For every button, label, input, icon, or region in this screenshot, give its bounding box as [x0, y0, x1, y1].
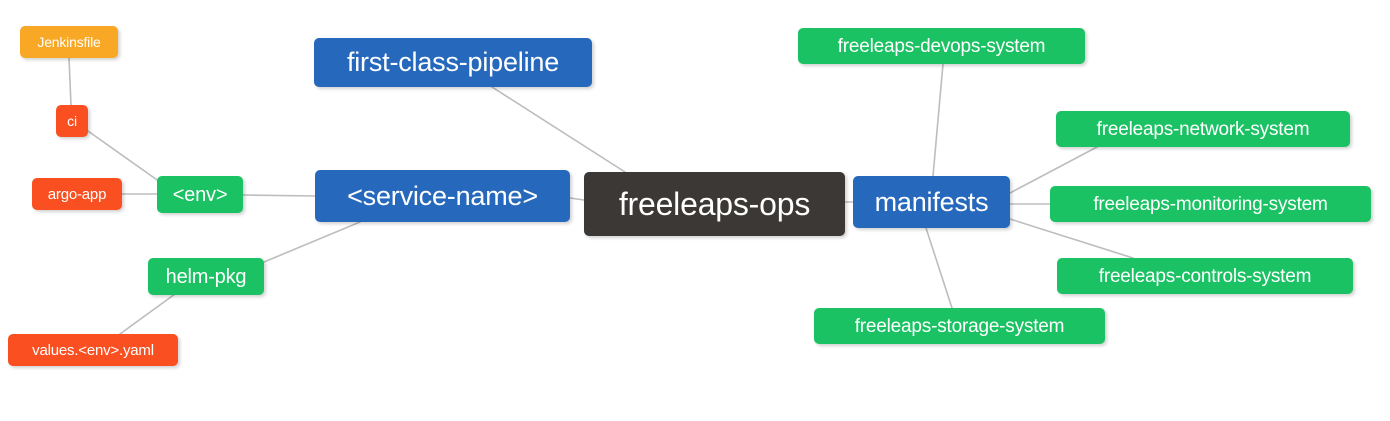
- mindmap-node-argo-app[interactable]: argo-app: [32, 178, 122, 210]
- node-label: freeleaps-devops-system: [837, 35, 1046, 57]
- node-label: Jenkinsfile: [37, 34, 101, 50]
- mindmap-node-devops-system[interactable]: freeleaps-devops-system: [798, 28, 1085, 64]
- node-label: values.<env>.yaml: [32, 341, 154, 359]
- node-label: freeleaps-controls-system: [1098, 265, 1312, 287]
- edge-service-name-ops: [569, 197, 585, 201]
- edge-jenkinsfile-ci: [68, 57, 72, 106]
- mindmap-node-helm-pkg[interactable]: helm-pkg: [148, 258, 264, 295]
- edge-manifests-controls: [1009, 218, 1134, 259]
- edge-service-name-helm-pkg: [263, 221, 361, 263]
- mindmap-node-values-yaml[interactable]: values.<env>.yaml: [8, 334, 178, 366]
- edge-pipeline-ops: [491, 86, 626, 173]
- edge-helm-pkg-values: [119, 293, 176, 335]
- node-label: argo-app: [47, 185, 107, 203]
- mindmap-node-env[interactable]: <env>: [157, 176, 243, 213]
- node-label: manifests: [874, 186, 989, 217]
- node-label: freeleaps-storage-system: [854, 315, 1065, 337]
- edge-manifests-devops: [932, 63, 944, 177]
- node-label: freeleaps-ops: [618, 186, 811, 222]
- mindmap-node-ci[interactable]: ci: [56, 105, 88, 137]
- mindmap-node-freeleaps-ops[interactable]: freeleaps-ops: [584, 172, 845, 236]
- node-label: freeleaps-monitoring-system: [1093, 193, 1328, 215]
- mindmap-node-service-name[interactable]: <service-name>: [315, 170, 570, 222]
- mindmap-node-first-class-pipeline[interactable]: first-class-pipeline: [314, 38, 592, 87]
- node-label: first-class-pipeline: [346, 47, 560, 77]
- mindmap-node-storage-system[interactable]: freeleaps-storage-system: [814, 308, 1105, 344]
- edge-env-service-name: [242, 194, 316, 197]
- node-label: <env>: [172, 183, 228, 206]
- node-label: ci: [67, 113, 77, 129]
- node-label: helm-pkg: [165, 265, 247, 288]
- mindmap-node-network-system[interactable]: freeleaps-network-system: [1056, 111, 1350, 147]
- mindmap-node-manifests[interactable]: manifests: [853, 176, 1010, 228]
- edge-manifests-storage: [925, 227, 953, 309]
- mindmap-node-monitoring-system[interactable]: freeleaps-monitoring-system: [1050, 186, 1371, 222]
- node-label: <service-name>: [347, 180, 538, 211]
- mindmap-node-controls-system[interactable]: freeleaps-controls-system: [1057, 258, 1353, 294]
- mindmap-node-jenkinsfile[interactable]: Jenkinsfile: [20, 26, 118, 58]
- edge-ci-env: [87, 130, 161, 183]
- node-label: freeleaps-network-system: [1096, 118, 1310, 140]
